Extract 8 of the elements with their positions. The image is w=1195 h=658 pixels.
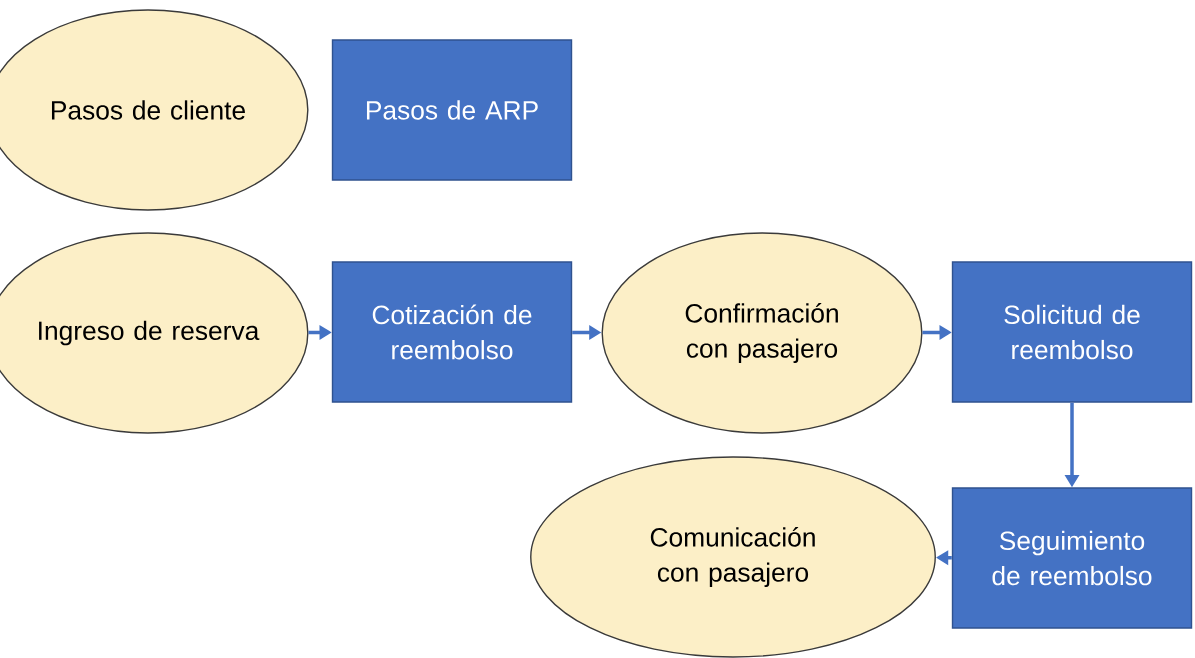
oval-step: Ingreso de reserva [0,232,309,434]
process-box: Seguimiento de reembolso [951,487,1193,629]
process-box: Solicitud de reembolso [951,261,1193,403]
oval-step: Confirmación con pasajero [601,232,923,434]
process-box: Pasos de ARP [331,39,573,181]
process-box: Cotización de reembolso [331,261,573,403]
oval-step: Comunicación con pasajero [530,456,936,658]
oval-step: Pasos de cliente [0,9,309,211]
